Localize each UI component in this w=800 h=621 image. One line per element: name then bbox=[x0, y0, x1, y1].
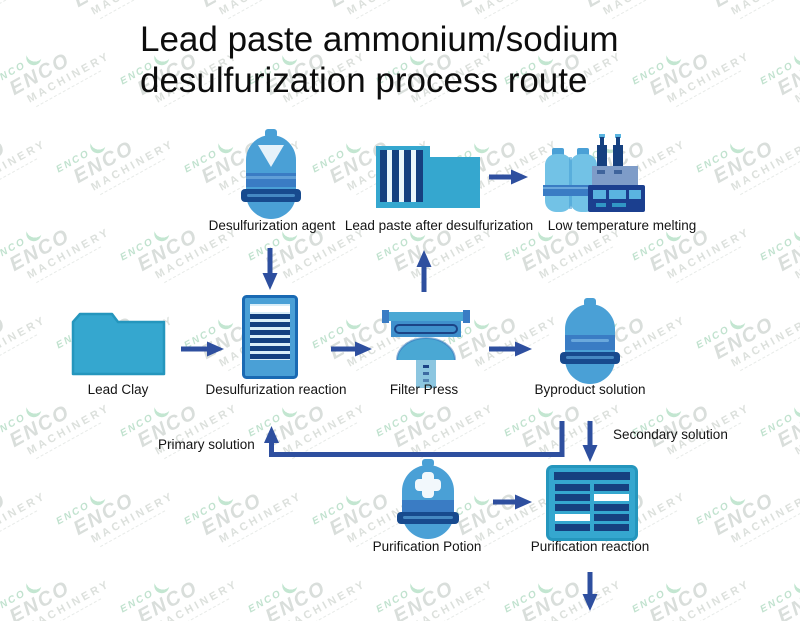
crescent-logo-icon bbox=[791, 575, 800, 596]
crescent-logo-icon bbox=[87, 135, 108, 156]
crescent-logo-icon bbox=[343, 311, 364, 332]
page-title: Lead paste ammonium/sodium desulfurizati… bbox=[140, 20, 619, 100]
label-lead-clay: Lead Clay bbox=[87, 382, 149, 397]
crescent-logo-icon bbox=[151, 399, 172, 420]
crescent-logo-icon bbox=[535, 575, 556, 596]
label-filter-press: Filter Press bbox=[389, 382, 459, 397]
crescent-logo-icon bbox=[23, 47, 44, 68]
crescent-logo-icon bbox=[343, 135, 364, 156]
label-desulfurization-reaction: Desulfurization reaction bbox=[205, 382, 347, 397]
crescent-logo-icon bbox=[151, 575, 172, 596]
filter-press-icon bbox=[382, 310, 470, 388]
low-temperature-melting-icon bbox=[543, 134, 645, 212]
label-byproduct-solution: Byproduct solution bbox=[534, 382, 646, 397]
byproduct-solution-icon bbox=[560, 298, 620, 384]
crescent-logo-icon bbox=[407, 399, 428, 420]
label-low-temperature-melting: Low temperature melting bbox=[547, 218, 697, 233]
crescent-logo-icon bbox=[791, 399, 800, 420]
purification-reaction-icon bbox=[546, 465, 638, 541]
desulfurization-reaction-icon bbox=[242, 295, 298, 379]
lead-clay-icon bbox=[71, 312, 166, 376]
crescent-logo-icon bbox=[663, 575, 684, 596]
crescent-logo-icon bbox=[727, 135, 748, 156]
arrow-primary-solution-return bbox=[264, 421, 565, 457]
crescent-logo-icon bbox=[343, 487, 364, 508]
label-desulfurization-agent: Desulfurization agent bbox=[208, 218, 336, 233]
crescent-logo-icon bbox=[23, 223, 44, 244]
lead-paste-container-icon bbox=[376, 146, 480, 208]
label-purification-reaction: Purification reaction bbox=[530, 539, 650, 554]
crescent-logo-icon bbox=[151, 223, 172, 244]
crescent-logo-icon bbox=[791, 47, 800, 68]
crescent-logo-icon bbox=[791, 223, 800, 244]
crescent-logo-icon bbox=[23, 575, 44, 596]
crescent-logo-icon bbox=[663, 399, 684, 420]
crescent-logo-icon bbox=[663, 47, 684, 68]
purification-potion-icon bbox=[397, 459, 459, 539]
crescent-logo-icon bbox=[87, 487, 108, 508]
crescent-logo-icon bbox=[23, 399, 44, 420]
crescent-logo-icon bbox=[215, 487, 236, 508]
desulfurization-agent-icon bbox=[241, 129, 301, 219]
crescent-logo-icon bbox=[727, 487, 748, 508]
label-purification-potion: Purification Potion bbox=[372, 539, 482, 554]
label-secondary-solution: Secondary solution bbox=[613, 427, 728, 442]
label-primary-solution: Primary solution bbox=[158, 437, 255, 452]
crescent-logo-icon bbox=[215, 311, 236, 332]
crescent-logo-icon bbox=[279, 575, 300, 596]
crescent-logo-icon bbox=[215, 135, 236, 156]
label-lead-paste-after-desulfurization: Lead paste after desulfurization bbox=[344, 218, 534, 233]
crescent-logo-icon bbox=[727, 311, 748, 332]
crescent-logo-icon bbox=[279, 399, 300, 420]
crescent-logo-icon bbox=[535, 399, 556, 420]
crescent-logo-icon bbox=[471, 311, 492, 332]
crescent-logo-icon bbox=[407, 575, 428, 596]
crescent-logo-icon bbox=[471, 487, 492, 508]
